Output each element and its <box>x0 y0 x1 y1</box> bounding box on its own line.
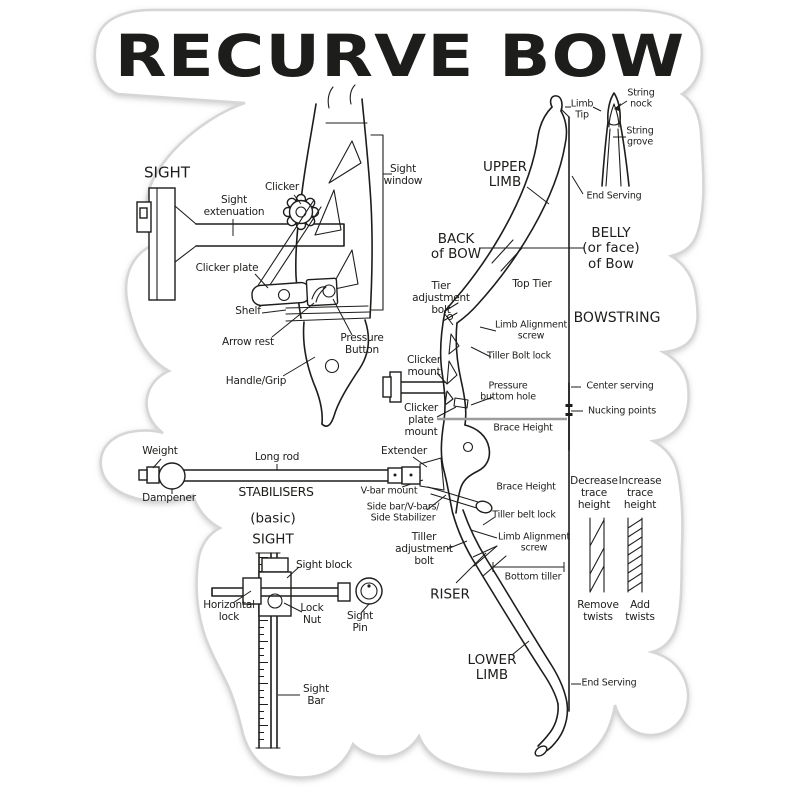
label-lock-nut: Lock Nut <box>300 602 324 626</box>
label-sight-window: Sight window <box>383 163 423 187</box>
label-limb-alignment-screw-lower: Limb Alignment screw <box>497 531 571 553</box>
label-vbar-mount: V-bar mount <box>360 485 418 497</box>
label-center-serving: Center serving <box>586 380 654 392</box>
label-remove-twists: Remove twists <box>577 599 619 623</box>
basic-sight-drawing <box>211 552 383 749</box>
label-increase-trace-height: Increase trace height <box>618 475 662 511</box>
label-handle-grip: Handle/Grip <box>225 375 287 388</box>
label-limb-tip: Limb Tip <box>570 98 594 120</box>
label-pressure-button: Pressure Button <box>340 332 384 356</box>
stabiliser-drawing <box>138 458 421 494</box>
label-basic: (basic) <box>250 510 296 527</box>
label-bottom-tiller: Bottom tiller <box>504 571 562 583</box>
label-end-serving-bottom: End Serving <box>581 677 637 689</box>
string-twist-bars <box>589 517 643 593</box>
page-title: RECURVE BOW <box>114 22 686 90</box>
label-clicker-mount: Clicker mount <box>406 354 442 378</box>
label-tiller-bolt-lock: Tiller Bolt lock <box>487 350 551 362</box>
label-brace-height-upper: Brace Height <box>493 422 553 434</box>
label-pressure-buttom-hole: Pressure buttom hole <box>480 380 536 402</box>
label-horizontal-lock: Horizontal lock <box>203 599 255 623</box>
label-sight-heading: SIGHT <box>143 163 191 182</box>
label-clicker-plate: Clicker plate <box>195 262 259 275</box>
label-add-twists: Add twists <box>625 599 655 623</box>
label-basic-sight-heading: SIGHT <box>252 531 294 548</box>
label-bowstring: BOWSTRING <box>573 310 661 327</box>
clicker-gear <box>282 193 320 231</box>
limb-tip-detail-drawing <box>565 92 630 187</box>
label-tiller-belt-lock: Tiller belt lock <box>492 509 556 521</box>
label-sight-pin: Sight Pin <box>346 610 374 634</box>
label-belly-of-bow: BELLY (or face) of Bow <box>582 225 640 272</box>
label-top-tier: Top Tier <box>512 278 552 291</box>
label-riser: RISER <box>430 586 470 603</box>
label-decrease-trace-height: Decrease trace height <box>570 475 618 511</box>
label-arrow-rest: Arrow rest <box>222 336 274 349</box>
label-brace-height-lower: Brace Height <box>496 481 556 493</box>
label-clicker-plate-mount: Clicker plate mount <box>403 402 439 438</box>
label-extender: Extender <box>381 445 427 458</box>
label-nucking-points: Nucking points <box>588 405 656 417</box>
label-sight-extenuation: Sight extenuation <box>203 194 265 218</box>
label-weight: Weight <box>142 445 178 458</box>
label-long-rod: Long rod <box>254 451 300 464</box>
label-clicker: Clicker <box>264 181 300 194</box>
label-sight-bar: Sight Bar <box>302 683 330 707</box>
label-string-nock: String nock <box>627 87 655 109</box>
label-stabilisers: STABILISERS <box>238 483 314 499</box>
bowstring-line <box>560 108 584 712</box>
label-end-serving-top: End Serving <box>586 190 642 202</box>
label-limb-alignment-screw-upper: Limb Alignment screw <box>494 319 568 341</box>
label-dampener: Dampener <box>142 492 196 505</box>
label-tier-adjustment-bolt: Tier adjustment bolt <box>412 280 470 316</box>
label-string-grove: String grove <box>626 125 654 147</box>
label-sight-block: Sight block <box>295 559 353 572</box>
label-tiller-adjustment-bolt: Tiller adjustment bolt <box>395 531 453 567</box>
label-side-bar: Side bar/V-bars/ Side Stabilizer <box>366 501 440 523</box>
label-upper-limb: UPPER LIMB <box>482 158 528 190</box>
label-lower-limb: LOWER LIMB <box>467 651 517 683</box>
label-back-of-bow: BACK of BOW <box>430 230 482 262</box>
main-bow-drawing <box>382 95 584 757</box>
sight-assembly-drawing <box>136 84 392 427</box>
label-shelf: Shelf <box>235 305 261 318</box>
